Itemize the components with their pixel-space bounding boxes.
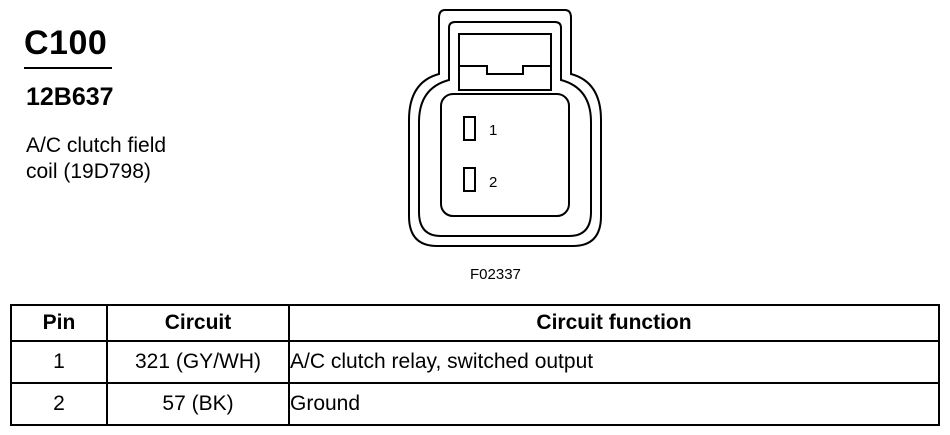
header-circuit-function: Circuit function <box>288 304 940 342</box>
row-1-pin: 1 <box>10 340 108 384</box>
figure-code: F02337 <box>470 266 521 283</box>
pin-cavity-block <box>440 93 570 217</box>
header-circuit: Circuit <box>106 304 290 342</box>
connector-outer-shell <box>408 9 602 247</box>
pin-2-label: 2 <box>489 174 497 191</box>
part-number: 12B637 <box>26 83 114 111</box>
table-row: 2 57 (BK) Ground <box>10 382 940 426</box>
pinout-table: Pin Circuit Circuit function 1 321 (GY/W… <box>10 304 940 426</box>
table-row: 1 321 (GY/WH) A/C clutch relay, switched… <box>10 340 940 384</box>
connector-id: C100 <box>24 24 108 62</box>
connector-face-drawing: 1 2 <box>408 9 602 247</box>
pin-1-label: 1 <box>489 122 497 139</box>
row-2-function: Ground <box>288 382 940 426</box>
description-line-2: coil (19D798) <box>26 160 151 183</box>
connector-id-underline <box>24 67 112 69</box>
locking-tab-notch <box>459 65 551 75</box>
connector-inner-outline <box>418 21 592 237</box>
connector-description: A/C clutch field coil (19D798) <box>26 133 246 185</box>
row-2-circuit: 57 (BK) <box>106 382 290 426</box>
row-1-function: A/C clutch relay, switched output <box>288 340 940 384</box>
table-header-row: Pin Circuit Circuit function <box>10 304 940 342</box>
row-2-pin: 2 <box>10 382 108 426</box>
header-pin: Pin <box>10 304 108 342</box>
row-1-circuit: 321 (GY/WH) <box>106 340 290 384</box>
description-line-1: A/C clutch field <box>26 134 167 157</box>
pin-1-terminal <box>463 116 476 141</box>
locking-tab <box>458 33 552 91</box>
pin-2-terminal <box>463 167 476 192</box>
